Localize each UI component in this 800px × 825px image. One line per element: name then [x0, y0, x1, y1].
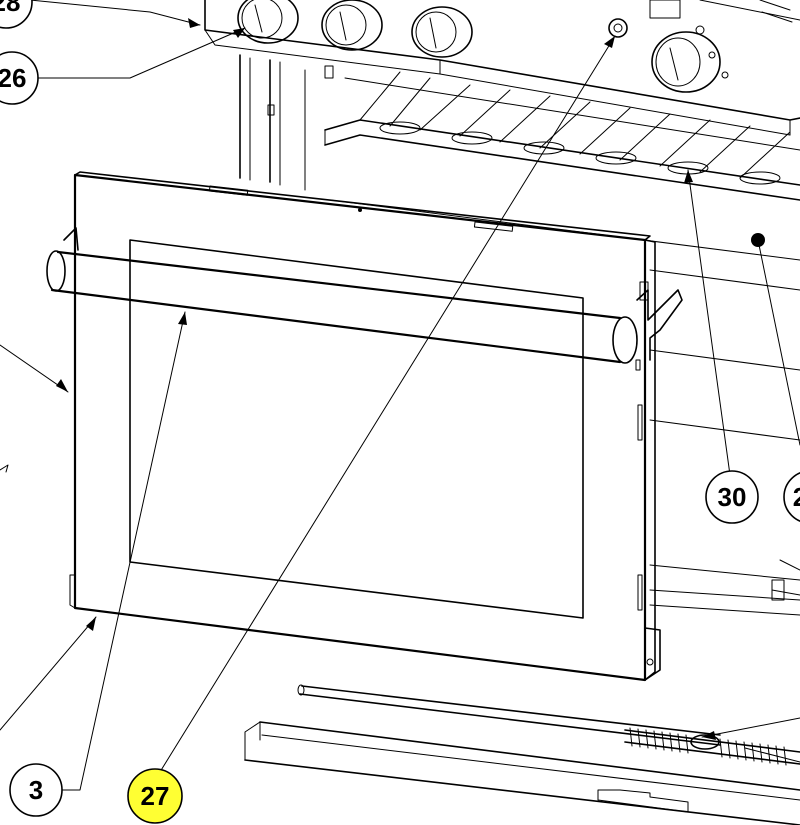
- callout-30: 30: [705, 470, 759, 524]
- svg-text:3: 3: [29, 775, 43, 805]
- callout-28: 28: [0, 0, 33, 29]
- svg-text:28: 28: [0, 0, 20, 17]
- control-panel: [204, 0, 800, 136]
- oven-cavity: [329, 199, 800, 616]
- svg-text:27: 27: [141, 781, 170, 811]
- door-handle: [46, 227, 683, 364]
- svg-text:26: 26: [0, 63, 26, 93]
- hinge-spring: [624, 727, 800, 766]
- knob-2: [321, 0, 383, 51]
- bottom-rod: [297, 684, 721, 746]
- svg-text:30: 30: [718, 482, 747, 512]
- bottom-trim-channel: [244, 721, 800, 825]
- oven-door: [69, 171, 661, 682]
- knob-1: [237, 0, 299, 44]
- frame-left: [239, 54, 306, 191]
- stray-mark: [0, 464, 9, 473]
- oven-rack: [324, 65, 800, 201]
- callout-27: 27: [127, 768, 183, 824]
- svg-text:2: 2: [793, 482, 800, 512]
- door-window: [129, 239, 584, 619]
- callout-2-partial: 2: [783, 472, 800, 522]
- leader-lines: [0, 0, 800, 791]
- callout-3: 3: [9, 763, 63, 817]
- knob-4: [651, 31, 721, 93]
- callout-26: 26: [0, 51, 39, 105]
- knob-3: [411, 6, 473, 58]
- range-body: [204, 0, 800, 616]
- indicator-light: [608, 18, 628, 38]
